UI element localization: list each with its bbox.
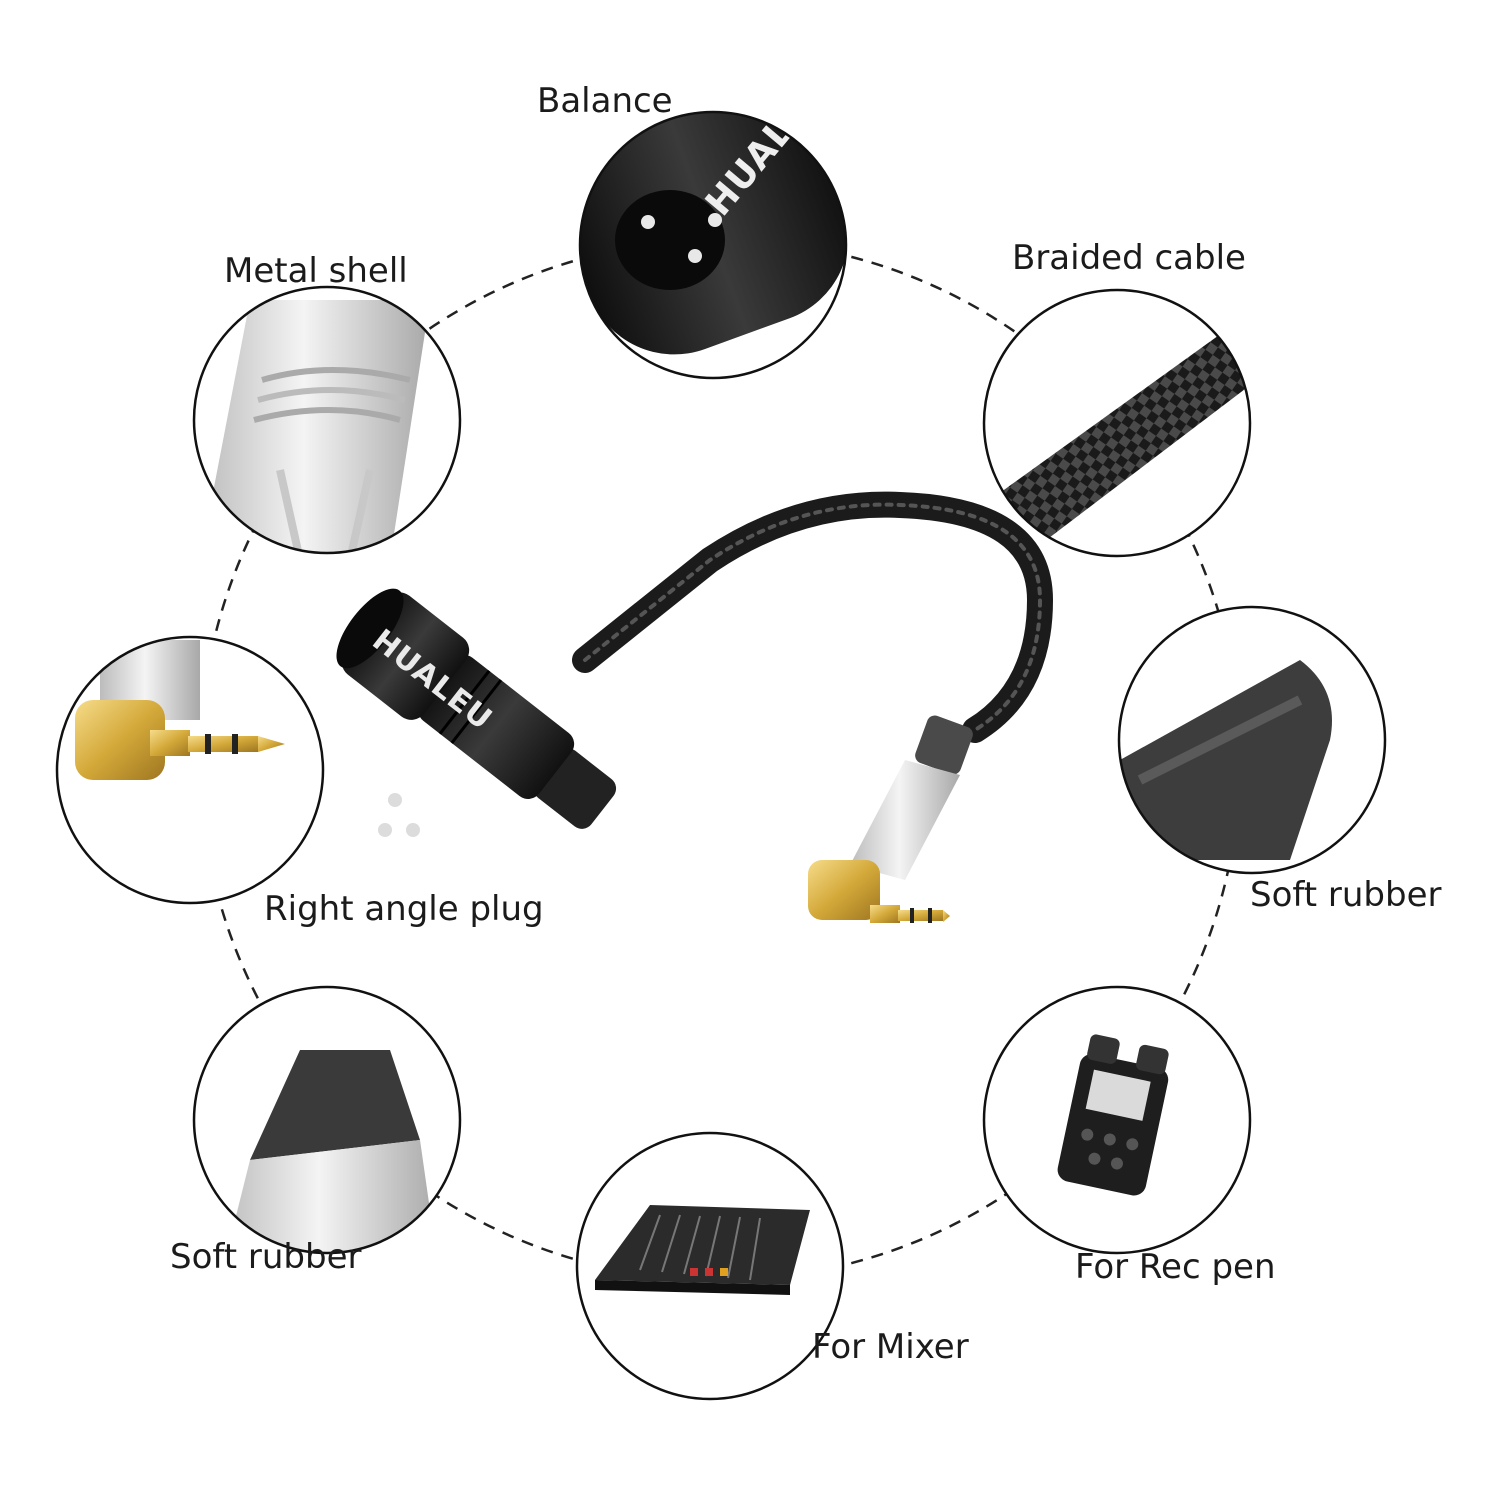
metal-shell-closeup (192, 285, 462, 555)
label-right-angle-plug: Right angle plug (264, 889, 544, 929)
rec-pen-closeup (982, 985, 1252, 1255)
soft-rubber-right-closeup (1117, 605, 1387, 875)
label-balance: Balance (537, 81, 673, 121)
label-for-mixer: For Mixer (812, 1327, 969, 1367)
mixer-closeup (575, 1131, 845, 1401)
xlr-pins (378, 793, 420, 837)
label-braided-cable: Braided cable (1012, 238, 1246, 278)
label-soft-rubber-right: Soft rubber (1250, 875, 1442, 915)
label-metal-shell: Metal shell (224, 251, 408, 291)
xlr-male-connector: HUALEU (336, 588, 617, 829)
soft-rubber-left-closeup (192, 985, 462, 1255)
adapter-cable (572, 491, 1054, 743)
label-for-rec-pen: For Rec pen (1075, 1247, 1276, 1287)
balance-closeup: HUAL (578, 110, 848, 380)
right-angle-plug-closeup (55, 635, 325, 905)
label-soft-rubber-left: Soft rubber (170, 1237, 362, 1277)
right-angle-35mm-plug (808, 715, 973, 923)
braided-cable-closeup (982, 288, 1252, 558)
